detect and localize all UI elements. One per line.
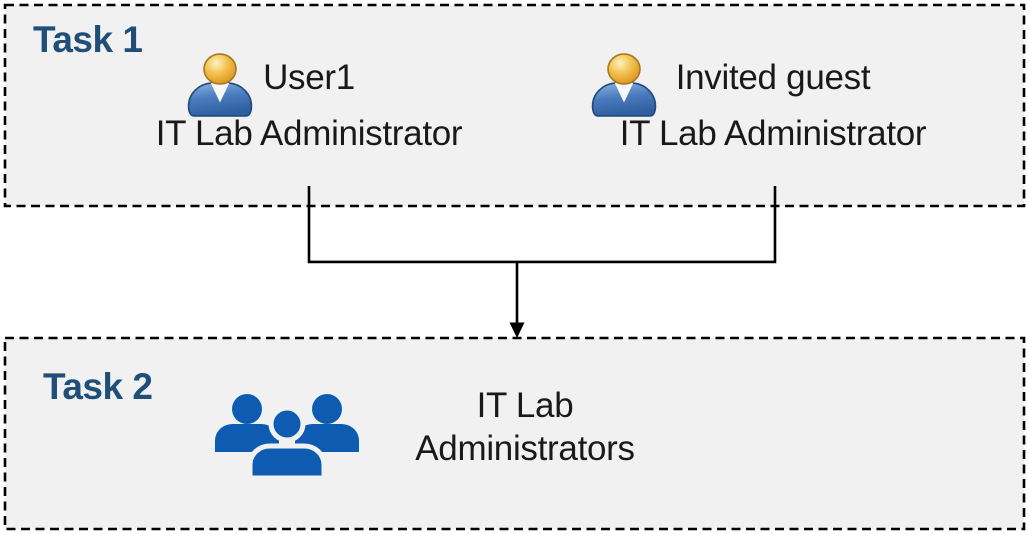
task2-box bbox=[3, 336, 1026, 531]
task1-box bbox=[3, 3, 1026, 208]
task2-label: Task 2 bbox=[43, 366, 153, 407]
user-icon bbox=[591, 53, 657, 117]
person-2-role: IT Lab Administrator bbox=[619, 114, 927, 153]
user-icon bbox=[187, 53, 253, 117]
arrowhead-icon bbox=[509, 322, 525, 338]
person-1-role: IT Lab Administrator bbox=[155, 114, 463, 153]
task1-label: Task 1 bbox=[33, 19, 143, 60]
person-1-text: User1 IT Lab Administrator bbox=[156, 57, 463, 155]
merge-connector-line bbox=[307, 186, 777, 324]
person-2-name: Invited guest bbox=[675, 58, 871, 97]
person-2-text: Invited guest IT Lab Administrator bbox=[620, 57, 927, 155]
user-group-icon bbox=[215, 394, 359, 480]
person-1-name: User1 bbox=[263, 58, 355, 97]
group-label: IT Lab Administrators bbox=[415, 386, 635, 468]
